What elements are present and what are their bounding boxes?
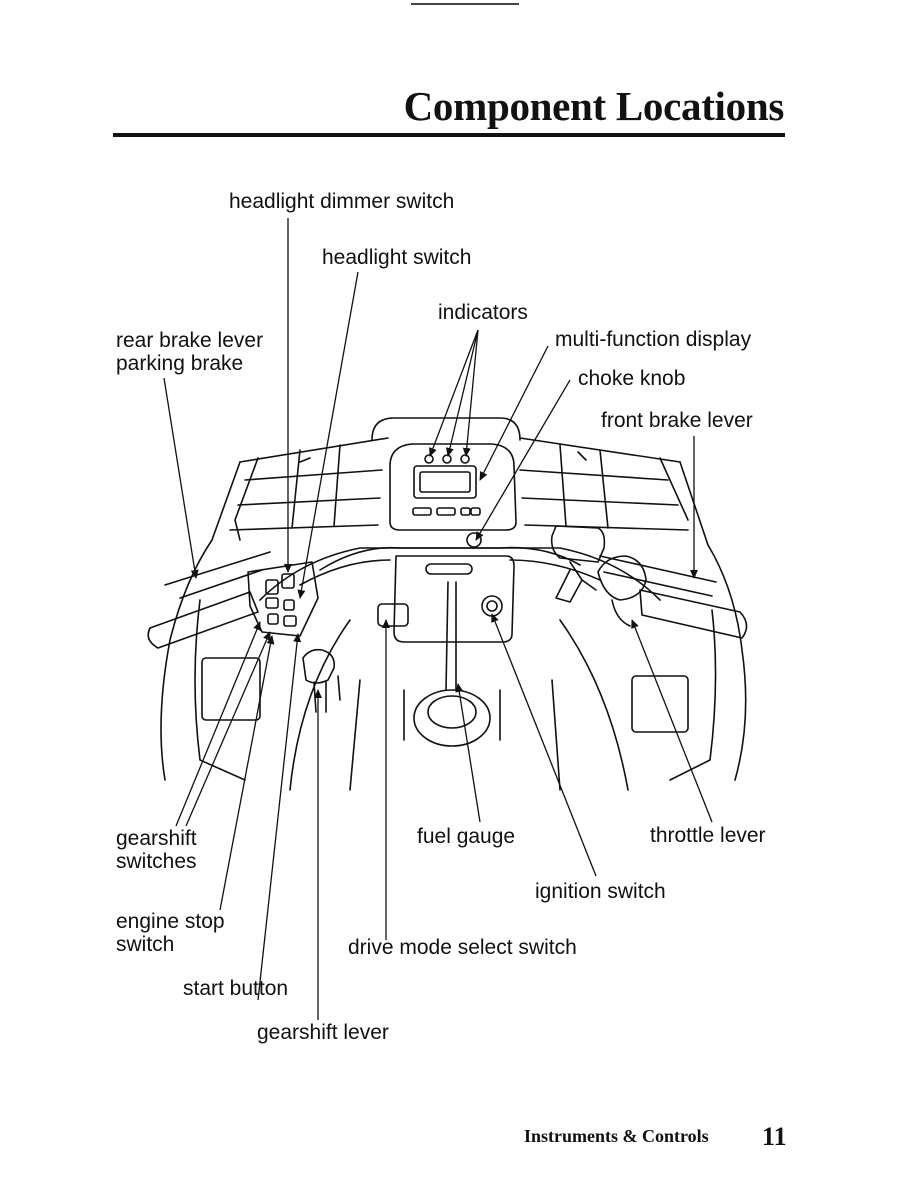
- label-choke-knob: choke knob: [578, 367, 686, 390]
- label-headlight-dimmer-switch: headlight dimmer switch: [229, 190, 455, 213]
- label-engine-stop-switch-line2: switch: [116, 933, 175, 956]
- throttle-housing: [597, 555, 647, 601]
- gearshift-lever: [302, 648, 336, 684]
- rack-frame: [371, 417, 521, 441]
- label-parking-brake: parking brake: [116, 352, 244, 375]
- label-ignition-switch: ignition switch: [535, 880, 666, 903]
- label-gearshift-switches-line2: switches: [116, 850, 197, 873]
- leader-lines: [163, 218, 713, 1020]
- front-brake-reservoir: [550, 525, 606, 563]
- label-rear-brake-lever: rear brake lever: [116, 329, 264, 352]
- label-headlight-switch: headlight switch: [322, 246, 472, 269]
- center-console: [393, 555, 515, 643]
- label-multi-function-display: multi-function display: [555, 328, 752, 351]
- right-fender: [707, 544, 747, 781]
- label-front-brake-lever: front brake lever: [601, 409, 753, 432]
- instrument-pod: [389, 443, 517, 531]
- label-gearshift-switches-line1: gearshift: [116, 827, 197, 850]
- page-title: Component Locations: [403, 83, 785, 129]
- fuel-cap: [413, 689, 491, 747]
- left-handlebar-grip: [147, 591, 259, 649]
- title-rule: [113, 133, 785, 137]
- top-rule: [411, 3, 519, 5]
- page-number: 11: [762, 1122, 787, 1151]
- atv-illustration: [147, 417, 748, 791]
- label-start-button: start button: [183, 977, 289, 1000]
- label-indicators: indicators: [438, 301, 528, 324]
- label-fuel-gauge: fuel gauge: [417, 825, 516, 848]
- label-engine-stop-switch-line1: engine stop: [116, 910, 225, 933]
- label-throttle-lever: throttle lever: [650, 824, 766, 847]
- left-fender: [160, 539, 213, 781]
- footer-section-title: Instruments & Controls: [524, 1126, 709, 1146]
- label-gearshift-lever: gearshift lever: [257, 1021, 389, 1044]
- label-drive-mode-select-switch: drive mode select switch: [348, 936, 577, 959]
- right-handlebar-grip: [639, 589, 748, 639]
